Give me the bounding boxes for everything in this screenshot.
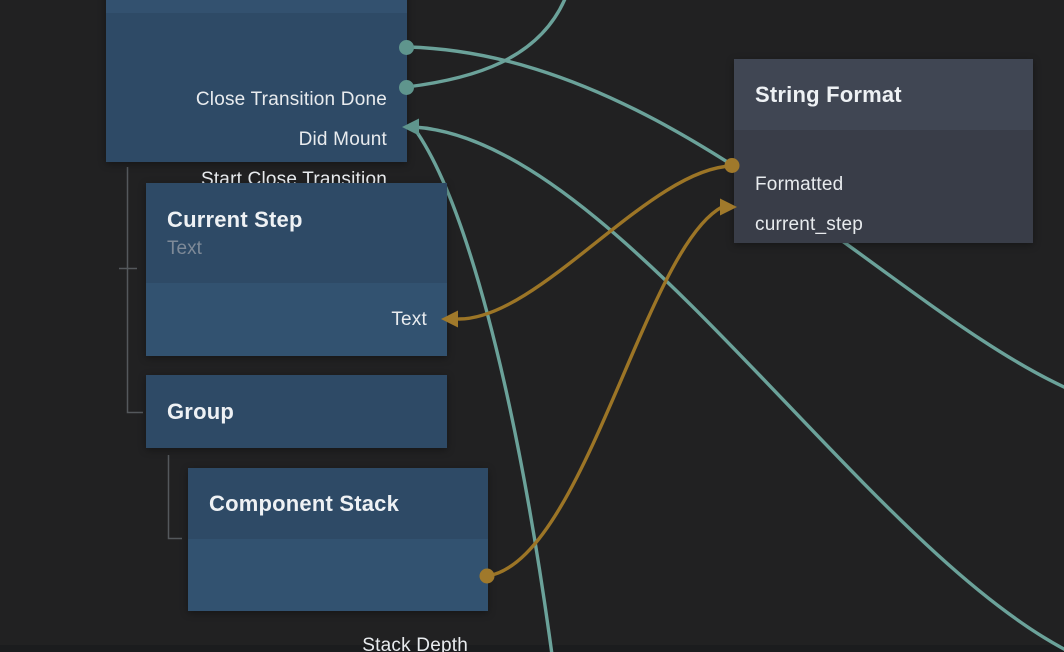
node-title: Component Stack [209,490,400,516]
connection-did-mount-to-offscreen-top[interactable] [405,0,567,89]
node-string-format[interactable]: String Format Formatted current_step [734,59,1033,243]
port-current-step[interactable]: current_step [755,214,864,235]
node-subtitle: Text [167,237,202,259]
node-title: Group [167,398,234,424]
connection-stack-depth-to-current-step[interactable] [486,205,724,578]
node-component-stack[interactable]: Component Stack Stack Depth [188,468,488,652]
output-circle-stack-depth[interactable] [479,568,495,584]
port-formatted[interactable]: Formatted [755,174,844,195]
input-arrow-start-close-transition-icon[interactable] [402,118,419,136]
input-arrow-current-step-icon[interactable] [720,198,737,216]
hierarchy-line-lifecycle-children [119,167,143,414]
port-did-mount[interactable]: Did Mount [298,129,387,150]
node-lifecycle[interactable]: Close Transition Done Did Mount Start Cl… [106,0,407,190]
node-string-format-header[interactable]: String Format [734,59,1033,130]
node-current-step-body: Text [146,283,447,356]
node-string-format-body: Formatted current_step [734,130,1033,243]
connection-formatted-to-text[interactable] [457,164,734,321]
node-group[interactable]: Group [146,375,447,448]
node-current-step-header[interactable]: Current Step Text [146,183,447,283]
node-title: Current Step [167,206,303,232]
hierarchy-line-group-child [167,455,182,540]
node-component-stack-body: Stack Depth [188,539,488,652]
node-lifecycle-header[interactable] [106,0,407,13]
port-close-transition-done[interactable]: Close Transition Done [195,89,387,110]
node-group-header[interactable]: Group [146,375,447,448]
output-circle-did-mount[interactable] [399,80,414,95]
input-arrow-text-icon[interactable] [441,310,458,328]
output-circle-formatted[interactable] [724,158,740,173]
output-circle-close-transition-done[interactable] [399,40,414,55]
node-current-step[interactable]: Current Step Text Text [146,183,447,356]
canvas-bottom-edge [0,645,1064,652]
node-lifecycle-body: Close Transition Done Did Mount Start Cl… [106,13,407,190]
connection-offscreen-bottomright-to-start-close-transition[interactable] [412,125,1064,652]
node-title: String Format [755,81,902,107]
port-stack-depth[interactable]: Stack Depth [362,635,468,652]
node-component-stack-header[interactable]: Component Stack [188,468,488,539]
port-text[interactable]: Text [391,309,427,330]
